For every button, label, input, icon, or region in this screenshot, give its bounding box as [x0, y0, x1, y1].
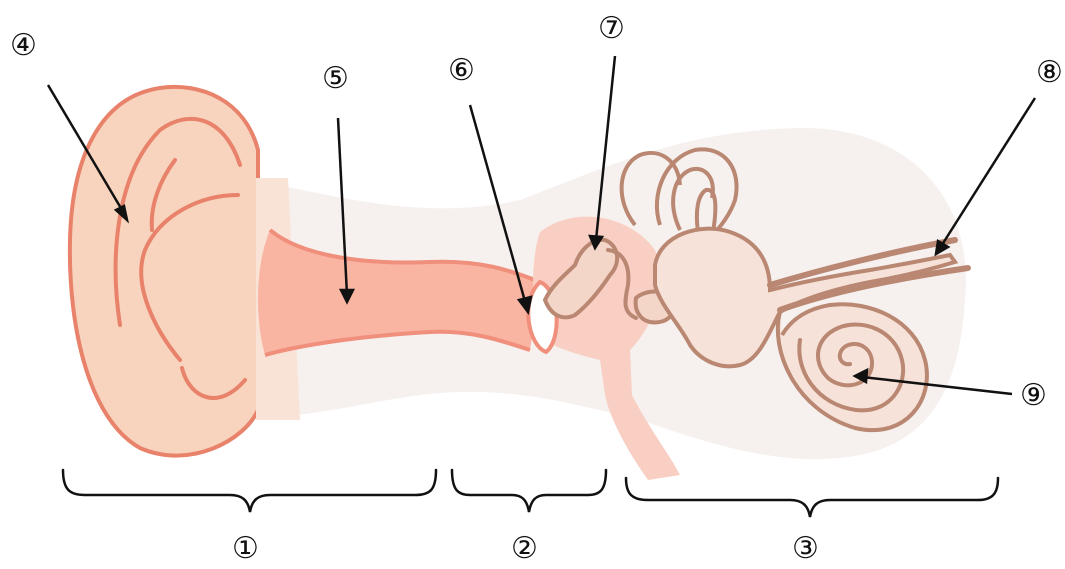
label-ossicles: ⑦	[598, 11, 625, 46]
label-outer-ear-region: ①	[232, 531, 259, 566]
label-inner-ear-region: ③	[792, 531, 819, 566]
region-brackets	[63, 470, 998, 517]
label-nerve: ⑧	[1036, 55, 1063, 90]
label-cochlea: ⑨	[1020, 378, 1047, 413]
bracket-middle-ear	[452, 470, 606, 512]
bracket-inner-ear	[626, 478, 998, 517]
label-auricle: ④	[10, 28, 37, 63]
label-eardrum: ⑥	[448, 53, 475, 88]
bracket-outer-ear	[63, 470, 436, 512]
pointer-nerve	[940, 98, 1035, 248]
label-ear-canal: ⑤	[322, 61, 349, 96]
label-middle-ear-region: ②	[511, 531, 538, 566]
